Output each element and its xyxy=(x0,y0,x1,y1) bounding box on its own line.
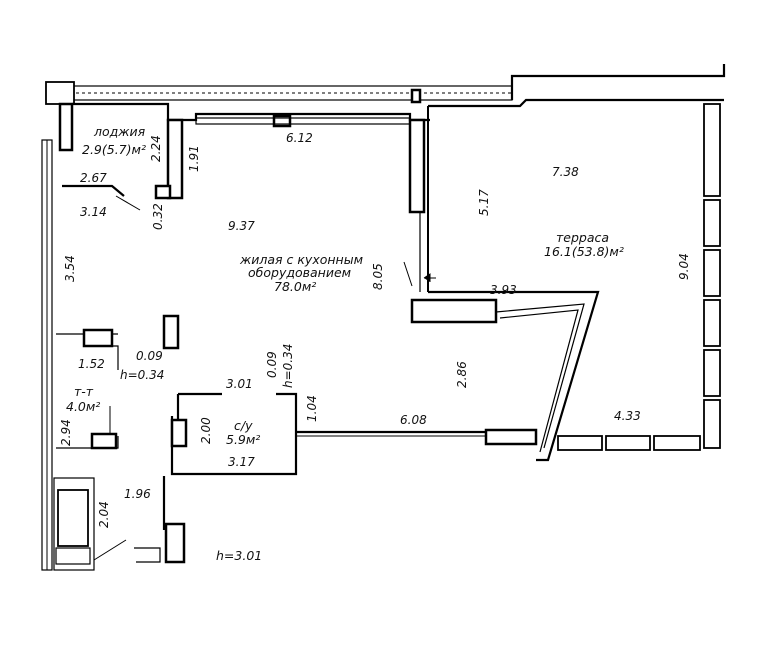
terrace-name: терраса xyxy=(556,230,609,245)
dim-3-93: 3.93 xyxy=(490,283,517,297)
dim-2-86: 2.86 xyxy=(455,361,469,388)
bathroom-name: с/у xyxy=(234,418,253,433)
dim-5-17: 5.17 xyxy=(477,189,491,216)
dim-2-94: 2.94 xyxy=(59,419,73,446)
ceiling-height: h=3.01 xyxy=(216,548,262,563)
storage-area: 4.0м² xyxy=(66,399,100,414)
dim-1-96: 1.96 xyxy=(124,487,151,501)
living-name-line2: оборудованием xyxy=(248,265,351,280)
dim-1-52: 1.52 xyxy=(78,357,105,371)
dim-1-04: 1.04 xyxy=(305,395,319,422)
loggia-name: лоджия xyxy=(93,124,146,139)
dim-h-0-34-right: h=0.34 xyxy=(281,344,295,388)
dim-1-91: 1.91 xyxy=(187,145,201,172)
dim-9-37: 9.37 xyxy=(228,219,255,233)
bathroom-area: 5.9м² xyxy=(226,432,260,447)
living-area: 78.0м² xyxy=(274,279,316,294)
dim-4-33: 4.33 xyxy=(614,409,641,423)
dim-0-09-left: 0.09 xyxy=(136,349,163,363)
terrace-parapet xyxy=(428,64,726,451)
dim-2-24: 2.24 xyxy=(149,135,163,162)
dim-0-32: 0.32 xyxy=(151,203,165,230)
dim-3-54: 3.54 xyxy=(63,255,77,282)
dimension-labels: 6.12 7.38 5.17 9.04 2.24 1.91 2.67 3.14 … xyxy=(59,131,691,563)
dim-h-0-34-left: h=0.34 xyxy=(120,368,164,382)
loggia-area: 2.9(5.7)м² xyxy=(82,142,146,157)
dim-6-08: 6.08 xyxy=(400,413,427,427)
dim-7-38: 7.38 xyxy=(552,165,579,179)
dim-3-01: 3.01 xyxy=(226,377,253,391)
outer-walls xyxy=(41,102,600,571)
dim-3-14: 3.14 xyxy=(80,205,107,219)
dim-0-09-right: 0.09 xyxy=(265,351,279,378)
top-facade xyxy=(45,81,513,105)
dim-8-05: 8.05 xyxy=(371,263,385,290)
dim-6-12: 6.12 xyxy=(286,131,313,145)
dim-2-67: 2.67 xyxy=(80,171,107,185)
dim-2-04: 2.04 xyxy=(97,501,111,528)
terrace-area: 16.1(53.8)м² xyxy=(544,244,624,259)
dim-2-00: 2.00 xyxy=(199,417,213,444)
dim-9-04: 9.04 xyxy=(677,253,691,280)
dim-3-17: 3.17 xyxy=(228,455,255,469)
storage-name: т-т xyxy=(74,384,94,399)
room-labels: лоджия 2.9(5.7)м² жилая с кухонным обору… xyxy=(66,124,624,447)
living-name-line1: жилая с кухонным xyxy=(239,252,363,267)
